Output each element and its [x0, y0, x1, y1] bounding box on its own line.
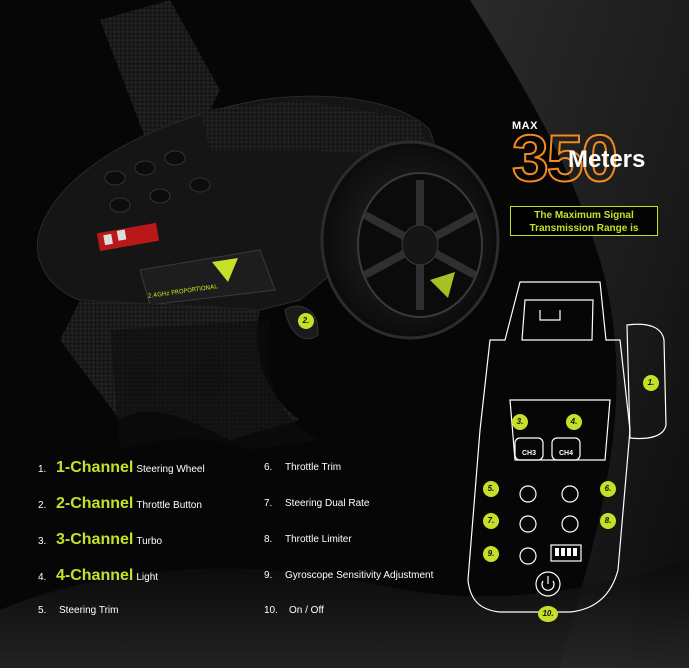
callout-1: 1.	[643, 375, 659, 391]
callout-8: 8.	[600, 513, 616, 529]
callout-10: 10.	[538, 606, 558, 622]
range-unit: Meters	[568, 146, 646, 173]
callout-5: 5.	[483, 481, 499, 497]
range-distance: 350	[511, 121, 619, 195]
callout-7: 7.	[483, 513, 499, 529]
feature-item-9: 9.Gyroscope Sensitivity Adjustment	[264, 570, 434, 581]
callout-4: 4.	[566, 414, 582, 430]
light-sweep	[470, 0, 689, 668]
controller-illustration: 2.4GHz PROPORTIONAL	[36, 0, 500, 450]
callout-6: 6.	[600, 481, 616, 497]
ch4-label: CH4	[558, 450, 573, 457]
ch3-label: CH3	[521, 450, 536, 457]
callout-2: 2.	[298, 313, 314, 329]
feature-item-7: 7.Steering Dual Rate	[264, 498, 370, 509]
top-view-diagram	[467, 281, 667, 613]
max-label: MAX	[512, 120, 538, 132]
feature-item-5: 5.Steering Trim	[38, 605, 119, 616]
callout-3: 3.	[512, 414, 528, 430]
range-description: The Maximum Signal Transmission Range is	[510, 206, 658, 236]
callout-9: 9.	[483, 546, 499, 562]
feature-item-8: 8.Throttle Limiter	[264, 534, 352, 545]
feature-item-10: 10.On / Off	[264, 605, 324, 616]
feature-item-6: 6.Throttle Trim	[264, 462, 342, 473]
